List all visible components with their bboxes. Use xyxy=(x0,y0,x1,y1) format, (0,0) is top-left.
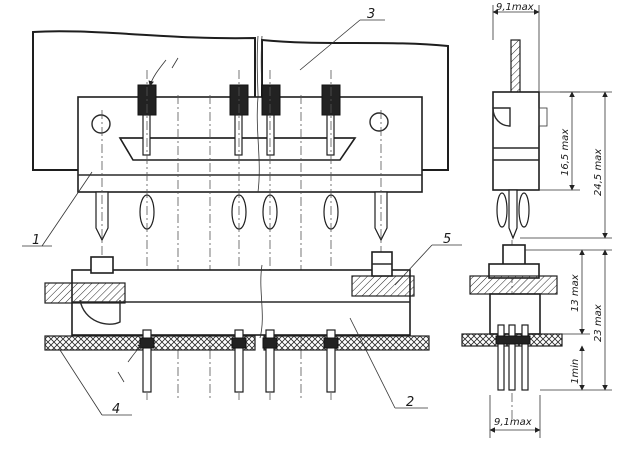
dim-inner-height: 16,5 max xyxy=(560,129,571,176)
label-part-4: 4 xyxy=(112,402,120,417)
label-part-2: 2 xyxy=(406,395,414,410)
dim-socket-height: 13 max xyxy=(570,274,581,312)
side-view-socket xyxy=(461,244,563,391)
dimension-lines xyxy=(489,5,612,438)
label-part-3: 3 xyxy=(367,7,375,22)
socket-pins xyxy=(139,329,339,393)
plug-contact-tips xyxy=(95,191,388,242)
dim-side-top-width: 9,1max xyxy=(496,2,534,13)
dim-bottom-width: 9,1max xyxy=(494,417,532,428)
plug-body-1 xyxy=(77,96,423,193)
socket-body-2 xyxy=(44,251,415,339)
dim-socket-total: 23 max xyxy=(593,304,604,342)
dim-outer-height: 24,5 max xyxy=(593,149,604,196)
side-view-plug xyxy=(492,39,548,240)
label-part-5: 5 xyxy=(443,232,451,247)
leader-lines xyxy=(22,19,462,416)
label-part-1: 1 xyxy=(32,233,40,248)
pcb-4 xyxy=(44,335,430,351)
dim-socket-min: 1min xyxy=(570,359,581,384)
